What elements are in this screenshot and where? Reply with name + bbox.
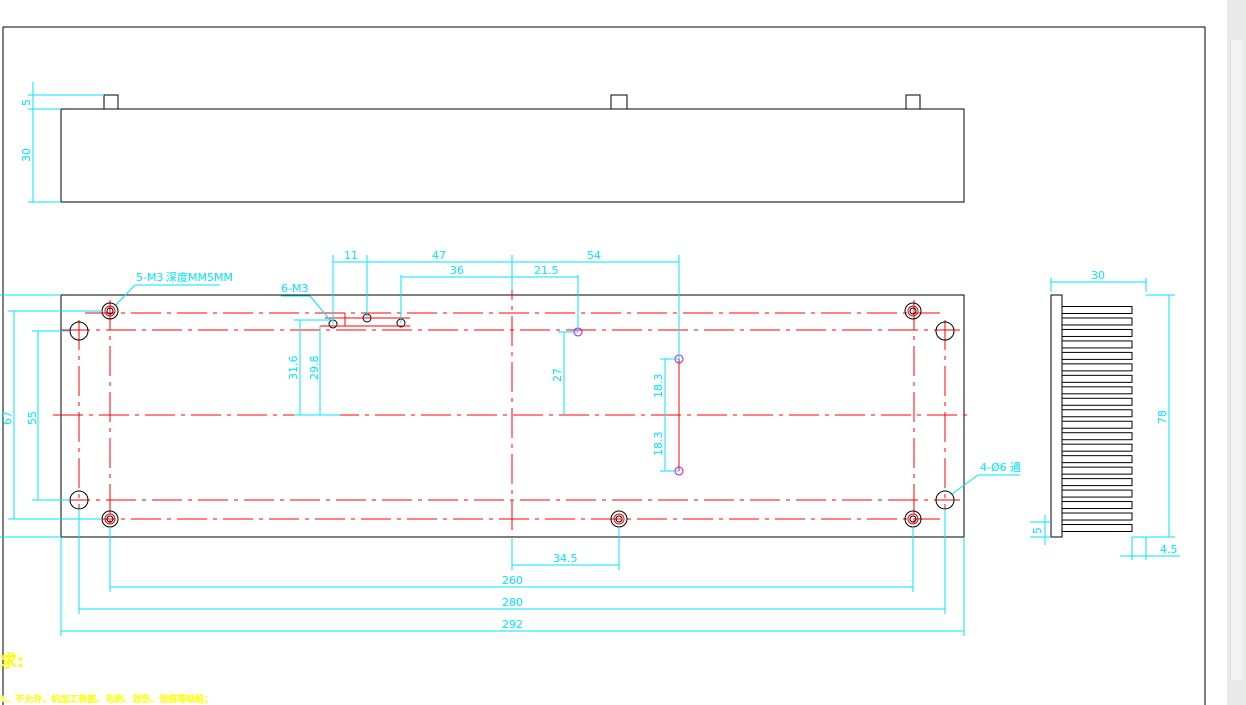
dim-18-3-upper: 18.3 bbox=[652, 374, 665, 399]
fin bbox=[1061, 328, 1133, 337]
top-view: 11 47 36 21.5 54 31.6 29.8 27 18.3 18.3 … bbox=[0, 249, 1021, 636]
vertical-scrollbar-thumb[interactable] bbox=[1230, 40, 1243, 680]
fin bbox=[1061, 420, 1133, 429]
dim-side-height: 30 bbox=[20, 148, 33, 162]
fin bbox=[1061, 489, 1133, 498]
callout-5m3-suffix: 深度MM5MM bbox=[166, 270, 233, 284]
dim-67: 67 bbox=[1, 411, 14, 425]
fin bbox=[1061, 306, 1133, 314]
side-view-tab-middle bbox=[610, 94, 628, 110]
dim-end-base: 5 bbox=[1031, 527, 1044, 534]
fin bbox=[1061, 512, 1133, 521]
drawing-frame bbox=[2, 26, 1206, 705]
fin bbox=[1061, 501, 1133, 510]
fin bbox=[1061, 351, 1133, 360]
through-hole-top-right bbox=[935, 321, 955, 341]
dim-21-5: 21.5 bbox=[534, 264, 559, 277]
end-view-base bbox=[1050, 294, 1063, 538]
dim-end-width: 30 bbox=[1091, 269, 1105, 282]
callout-6m3: 6-M3 bbox=[281, 282, 308, 295]
side-view-tab-right bbox=[905, 94, 921, 110]
fin bbox=[1061, 409, 1133, 418]
dim-27: 27 bbox=[551, 368, 564, 382]
dim-11: 11 bbox=[344, 249, 358, 262]
dim-end-fin: 4.5 bbox=[1160, 543, 1178, 556]
fin bbox=[1061, 432, 1133, 441]
hole-m3-top-right bbox=[904, 302, 922, 320]
fin bbox=[1061, 397, 1133, 406]
callout-4phi6: 4-Ø6 bbox=[980, 461, 1007, 474]
fin bbox=[1061, 478, 1133, 487]
dim-36: 36 bbox=[450, 264, 464, 277]
end-view: 30 78 5 4.5 bbox=[1030, 269, 1180, 560]
dim-280: 280 bbox=[502, 596, 523, 609]
dim-54: 54 bbox=[587, 249, 601, 262]
fin bbox=[1061, 363, 1133, 372]
dim-29-8: 29.8 bbox=[308, 356, 321, 381]
dim-side-tab: 5 bbox=[20, 99, 33, 106]
dim-55: 55 bbox=[26, 411, 39, 425]
fin bbox=[1061, 386, 1133, 395]
dim-292: 292 bbox=[502, 618, 523, 631]
fin bbox=[1061, 466, 1133, 475]
dim-18-3-lower: 18.3 bbox=[652, 432, 665, 457]
dim-31-6: 31.6 bbox=[287, 356, 300, 381]
callout-4phi6-suffix: 通 bbox=[1010, 461, 1021, 474]
notes-heading: 求: bbox=[0, 651, 24, 672]
end-view-fins bbox=[1061, 306, 1133, 532]
fin bbox=[1061, 524, 1133, 532]
callout-5m3: 5-M3 bbox=[136, 271, 163, 284]
notes-line-1: 1、不允许，机加工表面、毛刺、划伤、划痕等缺陷； bbox=[0, 693, 213, 705]
dim-34-5: 34.5 bbox=[553, 552, 578, 565]
side-view-body bbox=[60, 108, 965, 203]
fin bbox=[1061, 374, 1133, 383]
fin bbox=[1061, 317, 1133, 326]
fin bbox=[1061, 455, 1133, 464]
side-view: 5 30 bbox=[20, 82, 965, 203]
fin bbox=[1061, 340, 1133, 349]
dim-end-height: 78 bbox=[1156, 410, 1169, 424]
fin bbox=[1061, 443, 1133, 452]
dim-260: 260 bbox=[502, 574, 523, 587]
side-view-tab-left bbox=[103, 94, 119, 110]
dim-47: 47 bbox=[432, 249, 446, 262]
technical-notes: 求: 1、不允许，机加工表面、毛刺、划伤、划痕等缺陷； bbox=[0, 651, 213, 705]
